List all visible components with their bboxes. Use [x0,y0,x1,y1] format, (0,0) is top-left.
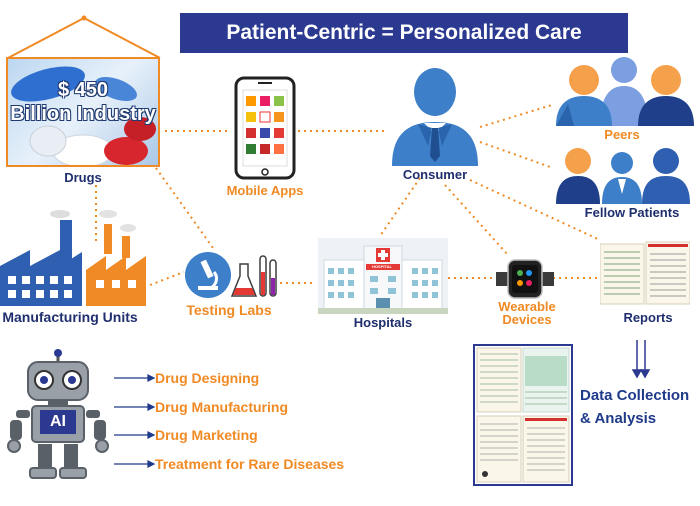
drugs-price: $ 450 [57,79,109,101]
connector-manufacturing-labs [149,271,185,286]
drugs-image: $ 450 Billion Industry [6,57,160,167]
drugs-industry-label: Billion Industry [10,103,156,125]
testing-labs-label: Testing Labs [186,302,272,318]
data-collection-line1: Data Collection [580,387,690,404]
data-collection-label: Data Collection & Analysis [580,384,689,430]
connector-consumer-fellow [479,141,554,169]
report-collage-image [473,344,573,486]
report-pages-icon [599,241,691,305]
consumer-label: Consumer [402,167,468,182]
arrow-reports-head-1 [631,369,643,379]
peers-people-icon [556,57,694,126]
ai-item-rare-diseases: Treatment for Rare Diseases [155,456,345,472]
manufacturing-units-label: Manufacturing Units [2,309,138,325]
fellow-patients-people-icon [556,148,690,204]
hospital-sign-text: HOSPITAL [372,264,392,269]
ai-item-drug-manufacturing: Drug Manufacturing [155,399,288,415]
page-title: Patient-Centric = Personalized Care [180,13,628,53]
wearable-devices-label: Wearable Devices [484,300,570,326]
connector-consumer-peers [479,104,553,128]
connector-consumer-wearable [444,184,509,256]
robot-ai-badge: AI [50,413,66,430]
ai-item-drug-marketing: Drug Marketing [155,427,258,443]
smartphone-icon [234,76,296,180]
frame-hanger-icon [7,15,161,59]
data-collection-line2: & Analysis [580,410,657,427]
hospital-building-icon [318,238,448,314]
smartwatch-icon [496,259,554,299]
mobile-apps-label: Mobile Apps [226,183,304,198]
robot-icon [7,349,109,479]
reports-label: Reports [623,310,673,325]
fellow-patients-label: Fellow Patients [584,205,680,220]
peers-label: Peers [604,127,640,142]
ai-arrow-head-1 [147,374,156,382]
ai-arrow-head-2 [147,403,156,411]
wearable-label-line1: Wearable [498,299,556,314]
ai-arrow-head-3 [147,431,156,439]
drugs-label: Drugs [64,170,102,185]
connector-consumer-hospitals [379,177,421,237]
report-collage-icon [476,347,570,483]
wearable-label-line2: Devices [502,312,552,327]
connector-drugs-labs [155,167,214,249]
microscope-icon [185,252,277,298]
ai-item-drug-designing: Drug Designing [155,370,260,386]
businessman-icon [392,68,478,166]
hospitals-label: Hospitals [353,315,413,330]
factory-icon [0,210,146,306]
report-document-icon [599,240,691,306]
ai-arrow-head-4 [147,460,156,468]
arrow-reports-head-2 [639,369,651,379]
pills-icon [11,66,156,165]
